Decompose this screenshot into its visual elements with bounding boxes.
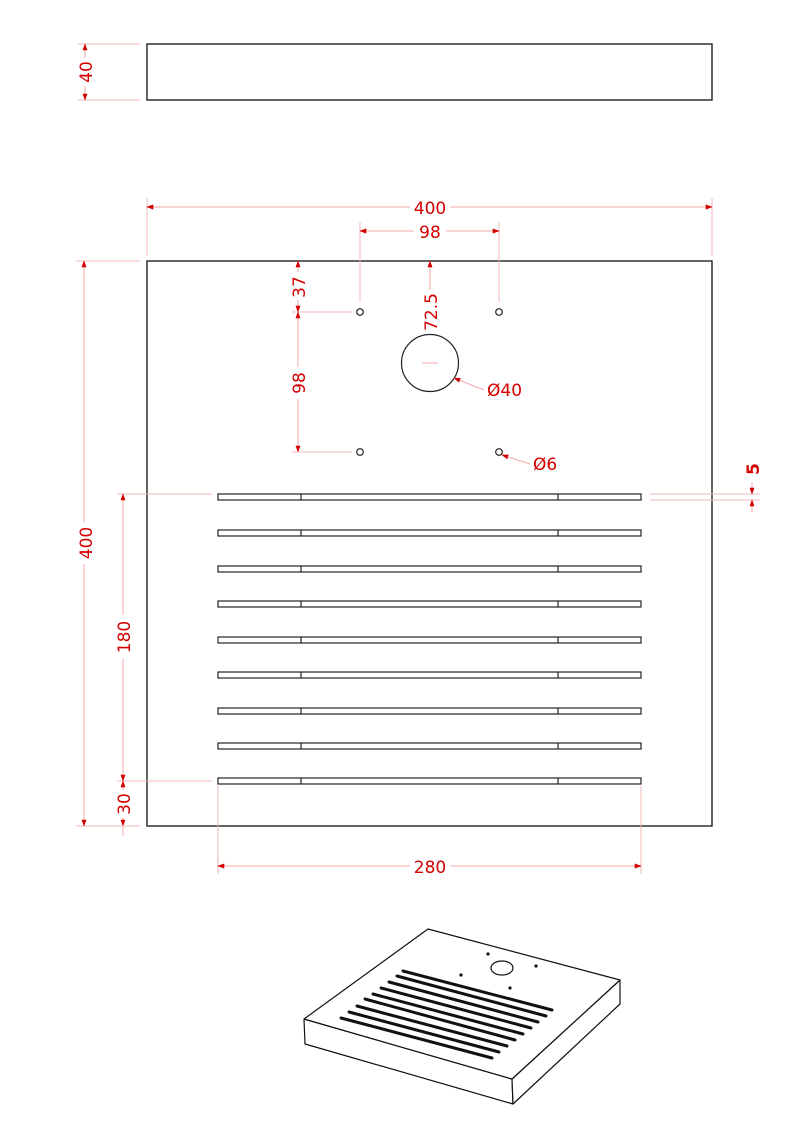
slot-width-label: 5 [744, 463, 764, 475]
iso-mount-hole [508, 986, 512, 990]
top-view: 400 98 400 37 98 72.5 [74, 196, 764, 878]
iso-mount-hole [459, 973, 463, 977]
slot-length-label: 280 [414, 858, 446, 878]
slot [217, 600, 642, 608]
center-hole-offset-label: 72.5 [422, 293, 442, 331]
slot [217, 707, 642, 715]
iso-slot-array [339, 969, 554, 1060]
overall-width-label: 400 [414, 199, 446, 219]
mount-hole-top-left [356, 308, 364, 316]
slot-array [217, 493, 642, 785]
slot [217, 671, 642, 679]
overall-height-label: 400 [77, 527, 97, 559]
mount-hole-top-right [495, 308, 503, 316]
small-hole-diameter-label: Ø6 [533, 455, 557, 475]
slot [217, 529, 642, 537]
side-view-outline [146, 43, 713, 101]
hole-spacing-y-label: 98 [290, 372, 310, 394]
hole-spacing-x-label: 98 [419, 223, 441, 243]
hole-offset-top-label: 37 [290, 276, 310, 298]
center-hole-diameter-label: Ø40 [487, 381, 522, 401]
slot [217, 777, 642, 785]
slot-field-height-label: 180 [115, 621, 135, 653]
mount-hole-bottom-left [356, 448, 364, 456]
slot [217, 742, 642, 750]
slot [217, 565, 642, 573]
bottom-margin-label: 30 [115, 793, 135, 815]
iso-top-face [303, 928, 621, 1080]
mount-hole-bottom-right [495, 448, 503, 456]
isometric-view [303, 928, 621, 1105]
side-view: 40 [76, 43, 713, 101]
slot [217, 493, 642, 501]
iso-center-hole [490, 960, 514, 976]
slot [217, 636, 642, 644]
side-thickness-label: 40 [77, 61, 97, 83]
iso-mount-hole [486, 952, 490, 956]
iso-mount-hole [534, 964, 538, 968]
